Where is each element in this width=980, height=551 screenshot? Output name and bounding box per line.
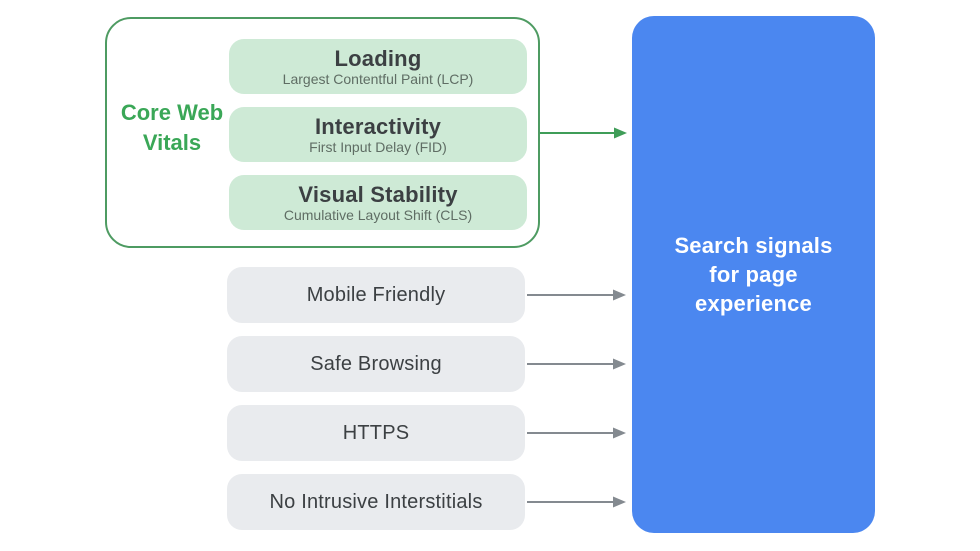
pill-label-mobile-friendly: Mobile Friendly bbox=[306, 284, 446, 306]
pill-label-no-intrusive-interstitials: No Intrusive Interstitials bbox=[269, 491, 483, 513]
no-intrusive-interstitials-arrow-icon bbox=[527, 496, 626, 508]
search-signals-result-box: Search signals for page experience bbox=[632, 16, 875, 533]
core-web-vitals-arrow-icon bbox=[540, 127, 627, 139]
core-web-vitals-group: Core Web Vitals Loading Largest Contentf… bbox=[105, 17, 540, 248]
mobile-friendly-arrow-icon bbox=[527, 289, 626, 301]
signal-pill-mobile-friendly: Mobile Friendly bbox=[227, 267, 525, 323]
search-signals-result-label: Search signals for page experience bbox=[674, 233, 833, 316]
signal-pill-loading: Loading Largest Contentful Paint (LCP) bbox=[229, 39, 527, 94]
pill-subtitle-fid: First Input Delay (FID) bbox=[309, 138, 447, 155]
safe-browsing-arrow-icon bbox=[527, 358, 626, 370]
pill-subtitle-lcp: Largest Contentful Paint (LCP) bbox=[282, 70, 474, 87]
signal-pill-safe-browsing: Safe Browsing bbox=[227, 336, 525, 392]
pill-title-loading: Loading bbox=[334, 45, 422, 71]
pill-label-safe-browsing: Safe Browsing bbox=[310, 353, 442, 375]
signal-pill-visual-stability: Visual Stability Cumulative Layout Shift… bbox=[229, 175, 527, 230]
core-web-vitals-label: Core Web Vitals bbox=[120, 100, 224, 155]
pill-title-interactivity: Interactivity bbox=[314, 113, 442, 139]
signal-pill-https: HTTPS bbox=[227, 405, 525, 461]
pill-label-https: HTTPS bbox=[342, 422, 410, 444]
https-arrow-icon bbox=[527, 427, 626, 439]
signal-pill-interactivity: Interactivity First Input Delay (FID) bbox=[229, 107, 527, 162]
pill-subtitle-cls: Cumulative Layout Shift (CLS) bbox=[283, 206, 473, 223]
pill-title-visual-stability: Visual Stability bbox=[298, 181, 458, 207]
signal-pill-no-intrusive-interstitials: No Intrusive Interstitials bbox=[227, 474, 525, 530]
